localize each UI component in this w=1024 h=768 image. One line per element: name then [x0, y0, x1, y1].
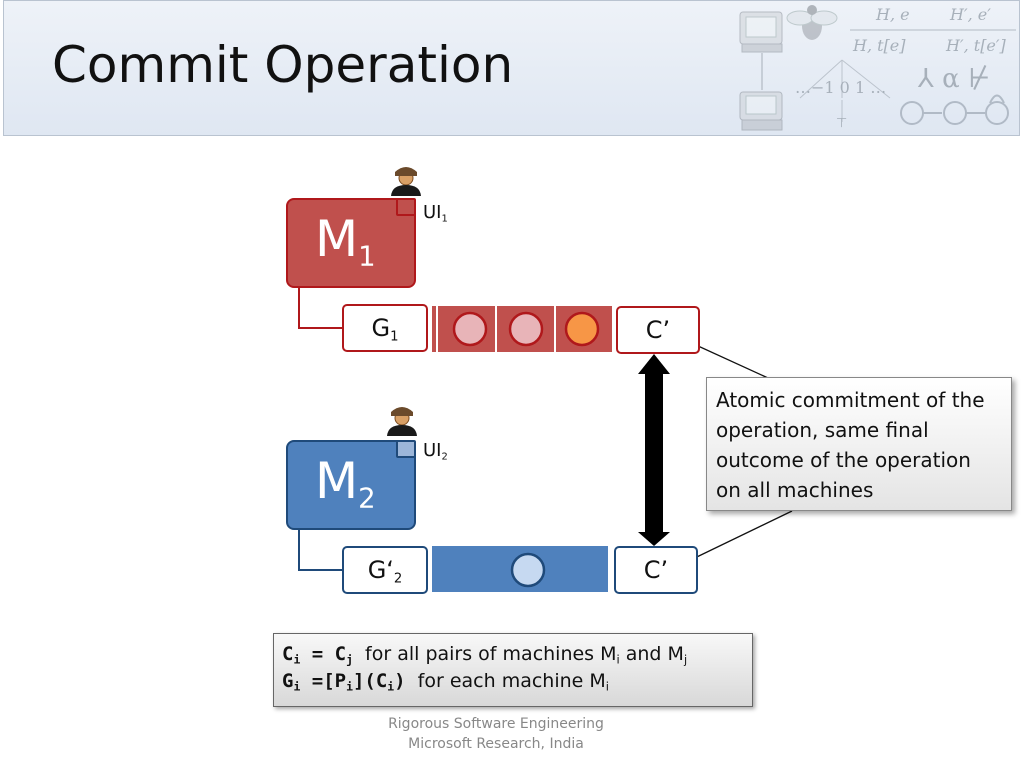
header-rule-1-lhs: H, e [876, 5, 910, 24]
m1-operation-queue [432, 306, 612, 352]
header-greek: ⅄ α ⊬ [918, 64, 991, 94]
machine-m2: M2 [286, 440, 416, 530]
ui2-label: UI2 [423, 440, 448, 463]
machine-m1-label: M1 [315, 210, 376, 273]
sync-double-arrow [638, 354, 670, 546]
atomic-commit-callout: Atomic commitment of the operation, same… [706, 377, 1012, 511]
machine-m1: M1 [286, 198, 416, 288]
pending-operation-2 [508, 311, 544, 347]
m1-ui-port [396, 198, 416, 216]
commit-c-prime-2-label: C’ [643, 556, 669, 584]
slide-footer: Rigorous Software Engineering Microsoft … [350, 714, 642, 755]
header-rule-2-lhs: H, t[e] [853, 36, 906, 55]
m2-operation-queue [432, 546, 608, 592]
graph-g2-label: G‘2 [367, 556, 403, 587]
formula-line-1: Ci = Cj for all pairs of machines Mi and… [282, 643, 688, 667]
current-operation [564, 311, 600, 347]
footer-line-1: Rigorous Software Engineering [388, 716, 604, 732]
user-icon [391, 167, 421, 196]
commit-c-prime-2: C’ [614, 546, 698, 594]
header-lattice: …−1 0 1 … [795, 78, 887, 97]
header-bottom: ⊤ [836, 116, 848, 131]
commit-c-prime-1-label: C’ [645, 316, 671, 344]
header-rule-2-rhs: H′, t[e′] [946, 36, 1006, 55]
user-icon [387, 407, 417, 436]
machine-m2-label: M2 [315, 452, 376, 515]
commit-c-prime-1: C’ [616, 306, 700, 354]
formula-box: Ci = Cj for all pairs of machines Mi and… [273, 633, 753, 707]
m2-connector [298, 530, 342, 571]
m1-connector [298, 288, 342, 329]
pending-operation-1 [452, 311, 488, 347]
graph-g1: G1 [342, 304, 428, 352]
m2-ui-port [396, 440, 416, 458]
slide-title: Commit Operation [52, 36, 514, 94]
header-rule-1-rhs: H′, e′ [950, 5, 991, 24]
m2-operation [510, 552, 546, 588]
formula-line-2: Gi =[Pi](Ci) for each machine Mi [282, 670, 609, 694]
ui1-label: UI1 [423, 202, 448, 225]
graph-g2: G‘2 [342, 546, 428, 594]
footer-line-2: Microsoft Research, India [408, 736, 584, 753]
graph-g1-label: G1 [371, 314, 399, 345]
